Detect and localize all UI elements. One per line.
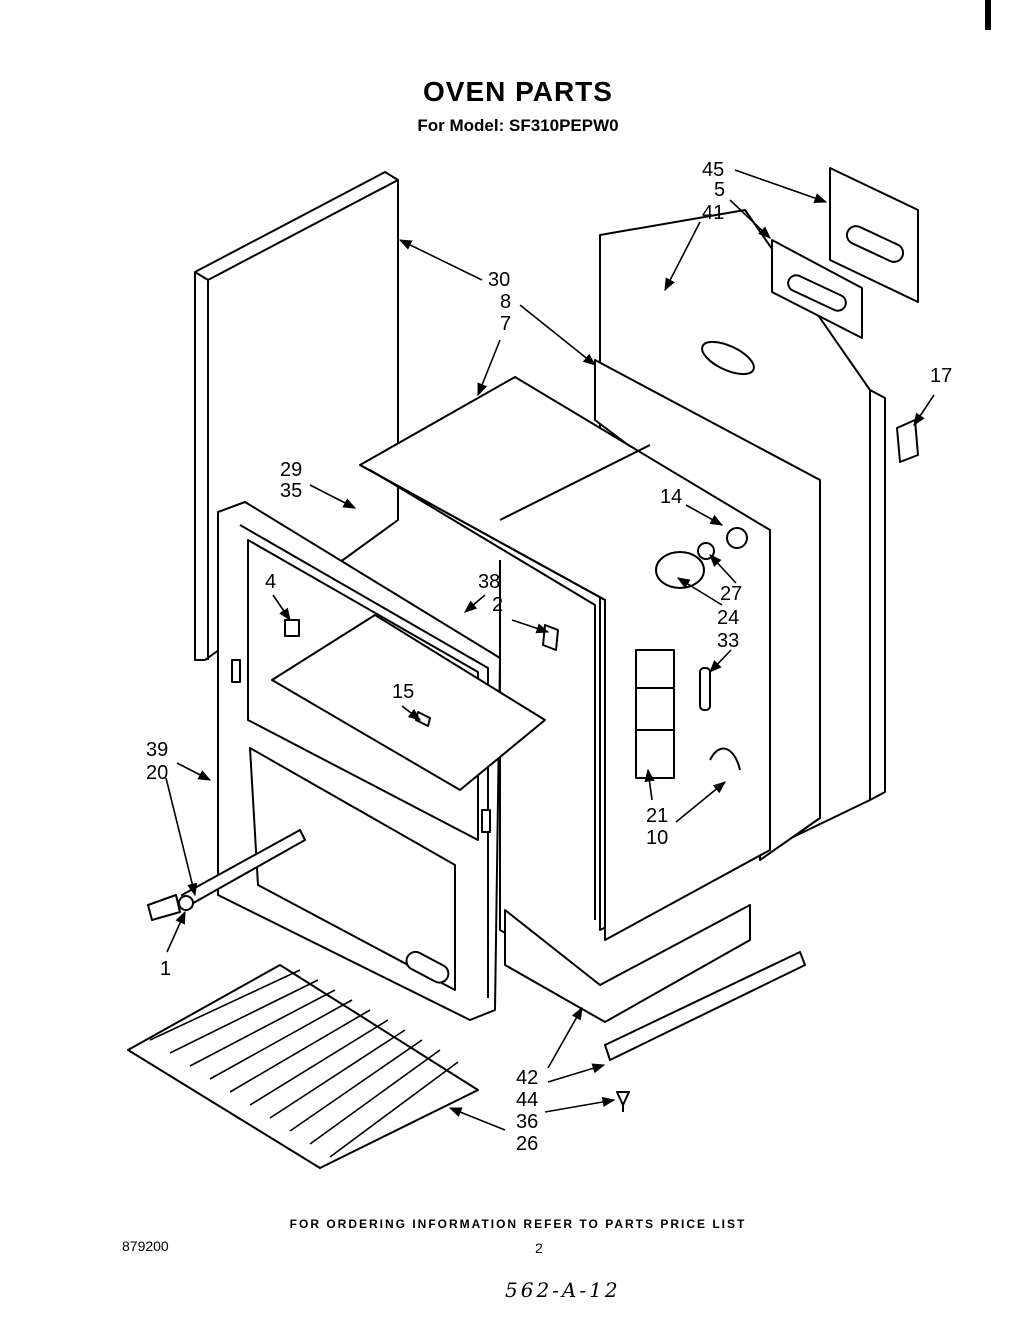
corner-registration-mark bbox=[985, 0, 991, 30]
callout-42: 42 bbox=[516, 1067, 538, 1089]
callout-36: 36 bbox=[516, 1111, 538, 1133]
callout-7: 7 bbox=[500, 313, 511, 335]
page-number: 2 bbox=[535, 1240, 543, 1256]
bottom-trim-rail bbox=[504, 904, 751, 1023]
callout-1: 1 bbox=[160, 958, 171, 980]
screw-part-44 bbox=[616, 1091, 630, 1112]
callout-41: 41 bbox=[702, 202, 724, 224]
callout-39: 39 bbox=[146, 739, 168, 761]
leader-26 bbox=[448, 1107, 506, 1131]
callout-38: 38 bbox=[478, 571, 500, 593]
leader-44-36 bbox=[544, 1096, 616, 1113]
document-number: 879200 bbox=[122, 1238, 169, 1254]
heat-shield-plate-45 bbox=[829, 167, 919, 303]
leader-17 bbox=[913, 394, 935, 427]
leader-38 bbox=[464, 594, 486, 613]
leader-42-rail bbox=[547, 1006, 583, 1069]
callout-2: 2 bbox=[492, 594, 503, 616]
leader-42-bracket bbox=[547, 1063, 606, 1083]
clip-part-4 bbox=[284, 619, 300, 637]
leader-5 bbox=[729, 199, 771, 239]
callout-4: 4 bbox=[265, 571, 276, 593]
leader-8 bbox=[519, 304, 596, 366]
oven-rack-part-26 bbox=[127, 964, 479, 1169]
leader-45 bbox=[734, 169, 828, 204]
bottom-rail-part-42 bbox=[604, 951, 806, 1061]
callout-5: 5 bbox=[714, 179, 725, 201]
callout-21: 21 bbox=[646, 805, 668, 827]
leader-20 bbox=[165, 777, 198, 897]
callout-29: 29 bbox=[280, 459, 302, 481]
oven-cavity-liner bbox=[359, 376, 771, 991]
callout-26: 26 bbox=[516, 1133, 538, 1155]
model-subtitle: For Model: SF310PEPW0 bbox=[417, 116, 619, 135]
heat-shield-plate-5 bbox=[771, 239, 863, 339]
callout-14: 14 bbox=[660, 486, 682, 508]
callout-30: 30 bbox=[488, 269, 510, 291]
leader-2 bbox=[511, 619, 550, 634]
callout-45: 45 bbox=[702, 159, 724, 181]
leader-1 bbox=[166, 910, 186, 953]
callout-20: 20 bbox=[146, 762, 168, 784]
leader-21 bbox=[644, 768, 655, 801]
callout-33: 33 bbox=[717, 630, 739, 652]
leader-4 bbox=[272, 594, 291, 622]
leader-30 bbox=[398, 239, 483, 281]
handwritten-note: 562-A-12 bbox=[505, 1278, 621, 1302]
callout-17: 17 bbox=[930, 365, 952, 387]
callout-10: 10 bbox=[646, 827, 668, 849]
callout-27: 27 bbox=[720, 583, 742, 605]
bracket-part-2 bbox=[542, 624, 559, 651]
ordering-info-note: FOR ORDERING INFORMATION REFER TO PARTS … bbox=[289, 1217, 747, 1231]
leader-14 bbox=[685, 504, 724, 526]
page-title: OVEN PARTS bbox=[423, 76, 613, 107]
leader-15 bbox=[401, 705, 422, 721]
inner-rack-part bbox=[271, 614, 546, 791]
leader-27 bbox=[709, 554, 737, 584]
callout-35: 35 bbox=[280, 480, 302, 502]
leader-24 bbox=[676, 577, 723, 606]
callout-24: 24 bbox=[717, 607, 739, 629]
leader-33 bbox=[709, 649, 732, 673]
callout-44: 44 bbox=[516, 1089, 538, 1111]
leader-41 bbox=[664, 221, 701, 292]
callout-8: 8 bbox=[500, 291, 511, 313]
leader-10 bbox=[675, 781, 726, 823]
leader-39 bbox=[176, 762, 212, 781]
bracket-part-17 bbox=[896, 419, 919, 463]
leader-29-35 bbox=[309, 484, 357, 509]
callout-15: 15 bbox=[392, 681, 414, 703]
leader-7 bbox=[477, 339, 501, 397]
